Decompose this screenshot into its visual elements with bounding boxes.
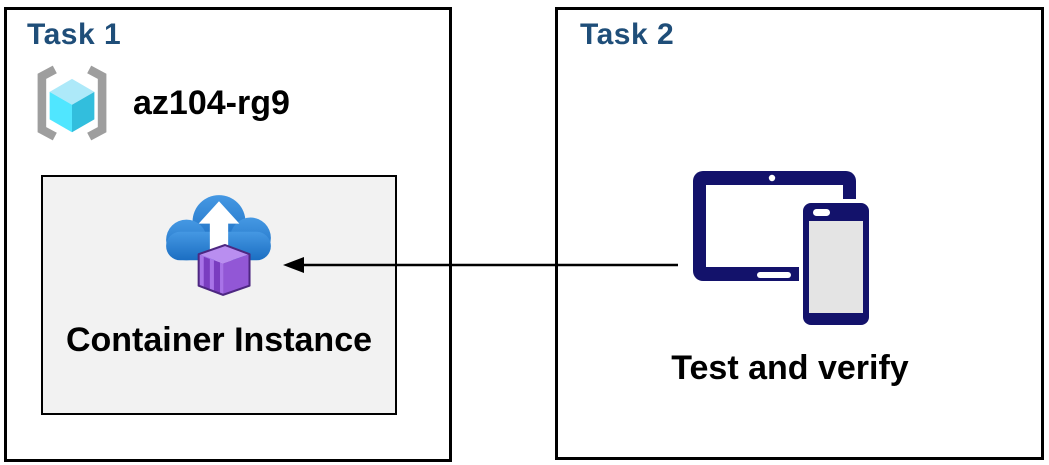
devices-icon <box>693 171 873 329</box>
task1-title: Task 1 <box>27 18 122 51</box>
task2-title: Task 2 <box>580 18 675 51</box>
task2-box: Task 2 Test and verify <box>555 7 1044 460</box>
task1-box: Task 1 az104-rg9 <box>4 7 452 462</box>
devices-icon-wrap <box>691 168 873 333</box>
resource-group-icon <box>37 65 107 141</box>
container-instance-label: Container Instance <box>65 321 373 359</box>
upload-arrow <box>198 201 240 252</box>
container-cube <box>197 244 251 296</box>
container-instance-box: Container Instance <box>41 175 397 415</box>
connector-arrow <box>283 257 678 273</box>
resource-group-name: az104-rg9 <box>133 83 290 122</box>
test-and-verify-caption: Test and verify <box>671 349 909 387</box>
resource-group-row: az104-rg9 <box>29 60 290 146</box>
phone-shape <box>799 199 873 329</box>
container-instance-icon <box>166 195 271 296</box>
